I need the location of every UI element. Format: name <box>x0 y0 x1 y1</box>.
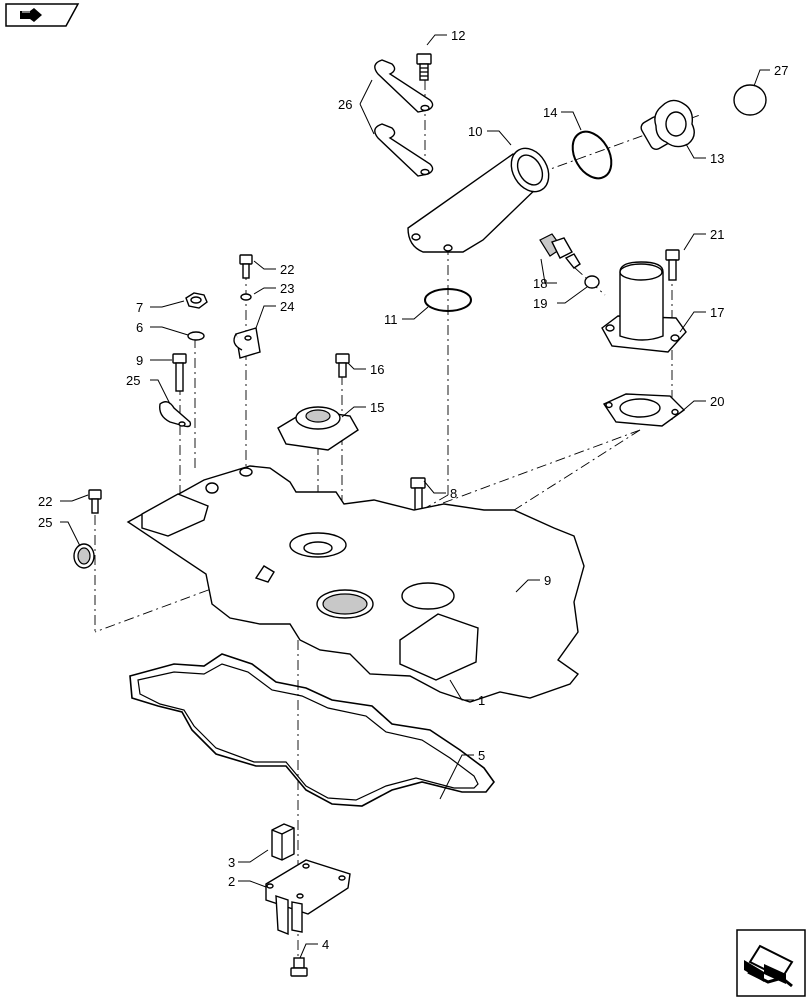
clamp-26-lower <box>374 123 434 177</box>
callout-labels: 12 27 26 14 10 13 21 22 23 24 7 6 18 19 … <box>38 28 788 952</box>
bolt-22-lower <box>88 489 102 514</box>
bracket-plate-2 <box>265 859 351 936</box>
washer-19 <box>584 275 600 289</box>
callout-5: 5 <box>478 748 485 763</box>
clip-25-upper <box>159 401 192 428</box>
callout-4: 4 <box>322 937 329 952</box>
callout-21: 21 <box>710 227 724 242</box>
bolt-4 <box>290 957 308 977</box>
callout-22-lower: 22 <box>38 494 52 509</box>
next-page-arrow-icon[interactable] <box>736 929 806 997</box>
callout-16: 16 <box>370 362 384 377</box>
callout-15: 15 <box>370 400 384 415</box>
gasket-20 <box>602 393 686 427</box>
callout-24: 24 <box>280 299 294 314</box>
callout-2: 2 <box>228 874 235 889</box>
callout-18: 18 <box>533 276 547 291</box>
gasket-5 <box>129 653 496 807</box>
callout-6: 6 <box>136 320 143 335</box>
callout-12: 12 <box>451 28 465 43</box>
callout-10: 10 <box>468 124 482 139</box>
callout-20: 20 <box>710 394 724 409</box>
callout-9-upper: 9 <box>136 353 143 368</box>
callout-17: 17 <box>710 305 724 320</box>
bolt-16 <box>335 353 350 378</box>
filler-cap-13 <box>640 99 695 150</box>
block-3 <box>271 823 295 861</box>
valve-cover-1 <box>126 465 585 703</box>
filler-neck-10 <box>407 147 550 253</box>
o-ring-11 <box>424 288 472 312</box>
disc-27 <box>733 84 767 116</box>
bolt-9-upper <box>172 353 187 392</box>
thermostat-housing-17 <box>601 261 687 353</box>
washer-6 <box>187 331 205 341</box>
callout-25-lower: 25 <box>38 515 52 530</box>
callout-7: 7 <box>136 300 143 315</box>
clamp-26-upper <box>374 59 434 113</box>
o-ring-14 <box>571 130 613 180</box>
callout-23: 23 <box>280 281 294 296</box>
callout-leader-lines <box>60 34 770 959</box>
callout-19: 19 <box>533 296 547 311</box>
callout-22-upper: 22 <box>280 262 294 277</box>
bolt-21 <box>665 249 680 281</box>
callout-3: 3 <box>228 855 235 870</box>
callout-1: 1 <box>478 693 485 708</box>
breather-cap-15 <box>277 406 359 451</box>
callout-27: 27 <box>774 63 788 78</box>
callout-26: 26 <box>338 97 352 112</box>
callout-25-upper: 25 <box>126 373 140 388</box>
bolt-12 <box>416 53 432 81</box>
nut-7 <box>185 292 208 309</box>
callout-13: 13 <box>710 151 724 166</box>
bolt-22-upper <box>239 254 253 279</box>
grommet-25-lower <box>73 543 95 569</box>
temperature-sensor-18 <box>539 233 581 269</box>
callout-14: 14 <box>543 105 557 120</box>
callout-11: 11 <box>384 312 398 327</box>
washer-23 <box>240 293 252 301</box>
callout-8: 8 <box>450 486 457 501</box>
previous-page-arrow-icon[interactable] <box>5 3 80 27</box>
bracket-24 <box>233 327 261 359</box>
callout-9-lower: 9 <box>544 573 551 588</box>
